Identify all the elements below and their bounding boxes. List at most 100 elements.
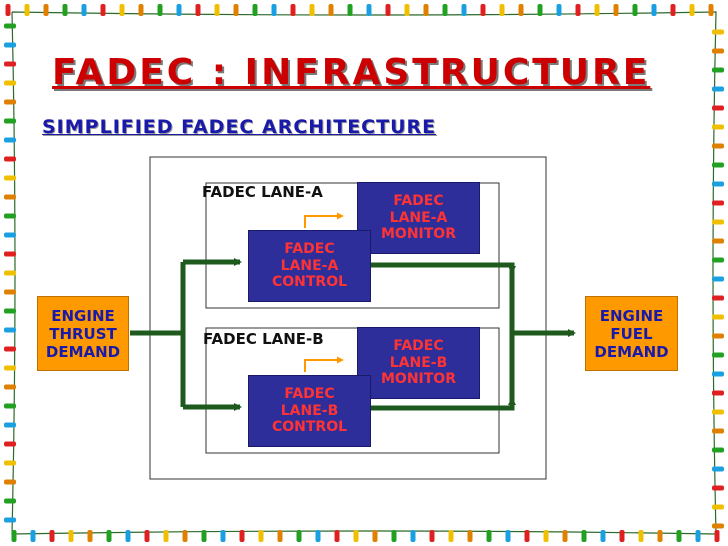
light-bulb-icon: [410, 530, 416, 542]
monitor-feedback: [304, 212, 344, 372]
light-bulb-icon: [138, 4, 144, 16]
lane-a-label: FADEC LANE-A: [202, 183, 323, 201]
light-bulb-icon: [4, 213, 16, 219]
light-bulb-icon: [176, 4, 182, 16]
light-bulb-icon: [600, 530, 606, 542]
light-bulb-icon: [68, 530, 74, 542]
light-bulb-icon: [480, 4, 486, 16]
output-line-3: DEMAND: [594, 342, 669, 361]
light-bulb-icon: [712, 447, 724, 453]
light-bulb-icon: [214, 4, 220, 16]
light-bulb-icon: [404, 4, 410, 16]
light-bulb-icon: [296, 530, 302, 542]
lane-b-control-line-1: FADEC: [284, 385, 335, 402]
lane-a-monitor-line-2: LANE-A: [389, 209, 448, 226]
lane-a-control-box: FADEC LANE-A CONTROL: [248, 230, 371, 302]
light-bulb-icon: [195, 4, 201, 16]
light-bulb-icon: [712, 523, 724, 529]
light-bulb-icon: [708, 4, 714, 16]
lane-b-label: FADEC LANE-B: [203, 330, 324, 348]
lane-b-monitor-line-3: MONITOR: [381, 371, 456, 388]
output-line-2: FUEL: [610, 324, 653, 343]
light-bulb-icon: [467, 530, 473, 542]
light-bulb-icon: [712, 200, 724, 206]
light-bulb-icon: [4, 289, 16, 295]
light-bulb-icon: [712, 105, 724, 111]
lane-b-feedback-arrow: [304, 356, 344, 372]
light-bulb-icon: [182, 530, 188, 542]
lane-a-monitor-line-3: MONITOR: [381, 226, 456, 243]
light-bulb-icon: [619, 530, 625, 542]
light-bulb-icon: [712, 333, 724, 339]
light-bulb-icon: [4, 99, 16, 105]
light-bulb-icon: [505, 530, 511, 542]
light-bulb-icon: [712, 352, 724, 358]
light-bulb-icon: [712, 124, 724, 130]
light-bulb-icon: [712, 295, 724, 301]
lane-a-feedback-arrow: [304, 212, 344, 228]
light-bulb-icon: [712, 466, 724, 472]
light-bulb-icon: [347, 4, 353, 16]
light-bulb-icon: [144, 530, 150, 542]
light-bulb-icon: [334, 530, 340, 542]
light-bulb-icon: [220, 530, 226, 542]
light-bulb-icon: [712, 238, 724, 244]
light-bulb-icon: [638, 530, 644, 542]
light-bulb-icon: [695, 530, 701, 542]
light-bulb-icon: [486, 530, 492, 542]
light-bulb-icon: [4, 175, 16, 181]
lane-b-control-box: FADEC LANE-B CONTROL: [248, 375, 371, 447]
light-bulb-icon: [201, 530, 207, 542]
lane-a-monitor-box: FADEC LANE-A MONITOR: [357, 182, 480, 254]
light-bulb-icon: [712, 181, 724, 187]
light-bulb-icon: [4, 118, 16, 124]
light-bulb-icon: [353, 530, 359, 542]
light-bulb-icon: [4, 479, 16, 485]
lane-a-control-line-3: CONTROL: [271, 274, 348, 291]
light-bulb-icon: [442, 4, 448, 16]
light-bulb-icon: [106, 530, 112, 542]
light-bulb-icon: [4, 137, 16, 143]
light-bulb-icon: [4, 23, 16, 29]
light-bulb-icon: [271, 4, 277, 16]
light-bulb-icon: [4, 384, 16, 390]
light-bulb-icon: [372, 530, 378, 542]
lane-b-control-line-3: CONTROL: [271, 419, 348, 436]
light-bulb-icon: [125, 530, 131, 542]
light-bulb-icon: [712, 276, 724, 282]
light-bulb-icon: [4, 42, 16, 48]
lane-a-control-line-2: LANE-A: [280, 257, 339, 274]
light-bulb-icon: [556, 4, 562, 16]
light-bulb-icon: [87, 530, 93, 542]
output-line-1: ENGINE: [599, 306, 664, 325]
light-bulb-icon: [594, 4, 600, 16]
light-bulb-icon: [24, 4, 30, 16]
light-bulb-icon: [581, 530, 587, 542]
page-subtitle: SIMPLIFIED FADEC ARCHITECTURE: [42, 116, 437, 138]
light-bulb-icon: [252, 4, 258, 16]
lane-b-monitor-line-1: FADEC: [393, 337, 444, 354]
light-bulb-icon: [277, 530, 283, 542]
light-bulb-icon: [4, 498, 16, 504]
light-bulb-icon: [689, 4, 695, 16]
light-bulb-icon: [712, 371, 724, 377]
lane-b-monitor-box: FADEC LANE-B MONITOR: [357, 327, 480, 399]
light-bulb-icon: [81, 4, 87, 16]
light-bulb-icon: [518, 4, 524, 16]
light-bulb-icon: [712, 390, 724, 396]
light-bulb-icon: [157, 4, 163, 16]
light-bulb-icon: [712, 257, 724, 263]
lane-b-control-line-2: LANE-B: [280, 402, 339, 419]
light-bulb-icon: [562, 530, 568, 542]
light-bulb-icon: [4, 270, 16, 276]
light-bulb-icon: [632, 4, 638, 16]
light-bulb-icon: [4, 156, 16, 162]
light-bulb-icon: [4, 403, 16, 409]
light-bulb-icon: [385, 4, 391, 16]
light-bulb-icon: [537, 4, 543, 16]
light-bulb-icon: [712, 485, 724, 491]
light-bulb-icon: [290, 4, 296, 16]
light-bulb-icon: [49, 530, 55, 542]
light-bulb-icon: [712, 67, 724, 73]
light-bulb-icon: [712, 428, 724, 434]
